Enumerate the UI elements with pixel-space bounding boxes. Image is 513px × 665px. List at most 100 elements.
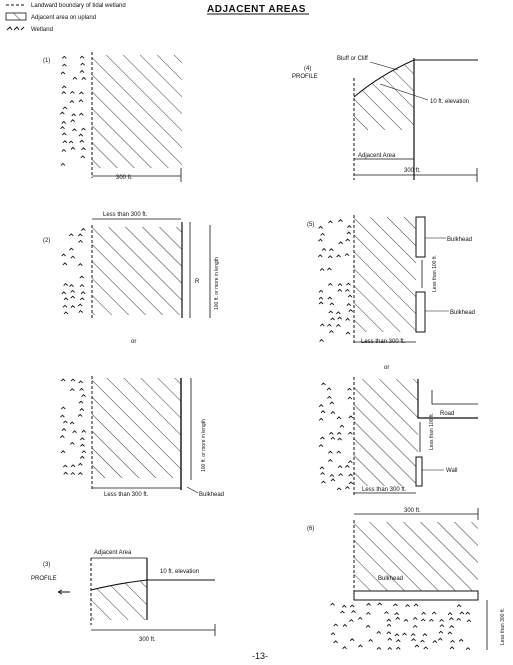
- panel-number: (4): [304, 66, 311, 72]
- marsh-tuft: [318, 289, 324, 293]
- adjacent-area-label: Adjacent Area: [94, 550, 132, 556]
- marsh-tuft: [348, 460, 353, 464]
- marsh-tuft: [69, 421, 75, 425]
- marsh-tuft: [78, 462, 83, 466]
- marsh-tuft: [318, 417, 324, 421]
- or-text: or: [384, 365, 389, 371]
- marsh-tuft: [439, 624, 445, 628]
- legend-label-boundary: Landward boundary of tidal wetland: [31, 3, 126, 9]
- marsh-tuft: [337, 437, 343, 441]
- marsh-tuft: [77, 413, 83, 417]
- marsh-tuft: [79, 455, 85, 459]
- marsh-tuft: [366, 602, 371, 606]
- hatched-box-icon: [5, 12, 27, 21]
- dimension-label: 300 ft.: [139, 637, 156, 643]
- marsh-tuft: [77, 233, 83, 237]
- wetland-marsh-texture: [60, 55, 472, 651]
- marsh-tuft: [320, 471, 325, 475]
- marsh-tuft: [386, 631, 392, 635]
- marsh-tuft: [78, 309, 83, 313]
- marsh-tuft: [336, 450, 342, 454]
- ground-profile-hatch: [91, 580, 147, 620]
- marsh-tuft: [336, 416, 342, 420]
- marsh-tuft: [346, 303, 352, 306]
- adjacent-area-hatch: [92, 227, 182, 315]
- marsh-tuft: [338, 473, 343, 477]
- marsh-tuft: [318, 404, 324, 407]
- marsh-tuft: [61, 406, 66, 410]
- marsh-tuft: [336, 431, 342, 435]
- panel-5b: Road Less than 100 ft. Wall Less than 30…: [353, 377, 478, 495]
- marsh-tuft: [337, 283, 343, 286]
- marsh-tuft: [338, 241, 344, 245]
- marsh-tuft: [405, 604, 410, 607]
- marsh-tuft: [68, 233, 74, 237]
- marsh-tuft: [337, 465, 343, 469]
- marsh-tuft: [80, 443, 85, 447]
- marsh-tuft: [70, 119, 76, 123]
- marsh-tuft: [348, 431, 353, 435]
- marsh-tuft: [458, 638, 464, 642]
- marsh-tuft: [77, 303, 83, 307]
- marsh-tuft: [330, 478, 336, 482]
- marsh-tuft: [79, 387, 84, 391]
- marsh-tuft: [69, 284, 74, 288]
- marsh-tuft: [72, 430, 77, 434]
- marsh-tuft: [459, 611, 465, 615]
- marsh-tuft: [384, 611, 389, 615]
- marsh-tuft: [81, 227, 86, 231]
- marsh-tuft: [318, 225, 323, 229]
- marsh-tuft: [319, 466, 325, 470]
- marsh-tuft: [60, 434, 65, 438]
- page-number: -13-: [252, 651, 268, 661]
- marsh-tuft: [348, 473, 353, 477]
- marsh-tuft: [348, 415, 354, 419]
- bulkhead-bottom-label: Bulkhead: [450, 310, 475, 316]
- marsh-tuft: [420, 618, 426, 622]
- marsh-tuft: [396, 639, 401, 643]
- marsh-tuft: [81, 147, 86, 151]
- marsh-tuft: [402, 632, 407, 636]
- marsh-tuft: [333, 623, 339, 627]
- marsh-tuft: [357, 616, 363, 620]
- marsh-tuft: [429, 618, 434, 622]
- marsh-tuft: [327, 296, 333, 300]
- marsh-tuft: [449, 624, 455, 628]
- marsh-tuft: [63, 297, 69, 301]
- marsh-tuft: [81, 429, 87, 433]
- marsh-tuft: [70, 295, 76, 299]
- marsh-tuft: [60, 378, 66, 382]
- marsh-tuft: [348, 481, 354, 485]
- marsh-tuft: [344, 253, 350, 257]
- panel-number: (1): [43, 58, 50, 64]
- marsh-tuft: [431, 611, 437, 615]
- bottom-dimension-label: Less than 300 ft.: [104, 492, 149, 498]
- marsh-tuft: [62, 464, 68, 468]
- marsh-tuft: [338, 218, 343, 222]
- road-corner: [431, 390, 478, 405]
- marsh-tuft: [63, 420, 68, 424]
- marsh-tuft: [318, 238, 323, 242]
- marsh-tuft: [78, 112, 84, 116]
- gap-dimension-label: Less than 100 ft.: [429, 413, 435, 450]
- elevation-label: 10 ft. elevation: [430, 99, 469, 105]
- marsh-tuft: [329, 330, 334, 334]
- adjacent-area-label: Adjacent Area: [358, 153, 396, 159]
- marsh-tuft: [345, 317, 350, 321]
- marsh-tuft: [79, 275, 85, 279]
- marsh-tuft: [346, 231, 352, 235]
- marsh-tuft: [393, 603, 398, 607]
- marsh-tuft: [394, 633, 400, 637]
- marsh-tuft: [318, 301, 324, 305]
- water-arrow-icon: [57, 589, 70, 595]
- marsh-tuft: [60, 71, 66, 75]
- marsh-tuft: [377, 602, 382, 606]
- marsh-tuft: [394, 612, 400, 616]
- marsh-tuft: [336, 323, 341, 327]
- marsh-tuft: [81, 76, 87, 80]
- marsh-tuft: [78, 239, 83, 243]
- marsh-tuft: [60, 414, 65, 418]
- marsh-tuft: [79, 55, 85, 59]
- bottom-dimension-label: Less than 300 ft.: [362, 487, 407, 493]
